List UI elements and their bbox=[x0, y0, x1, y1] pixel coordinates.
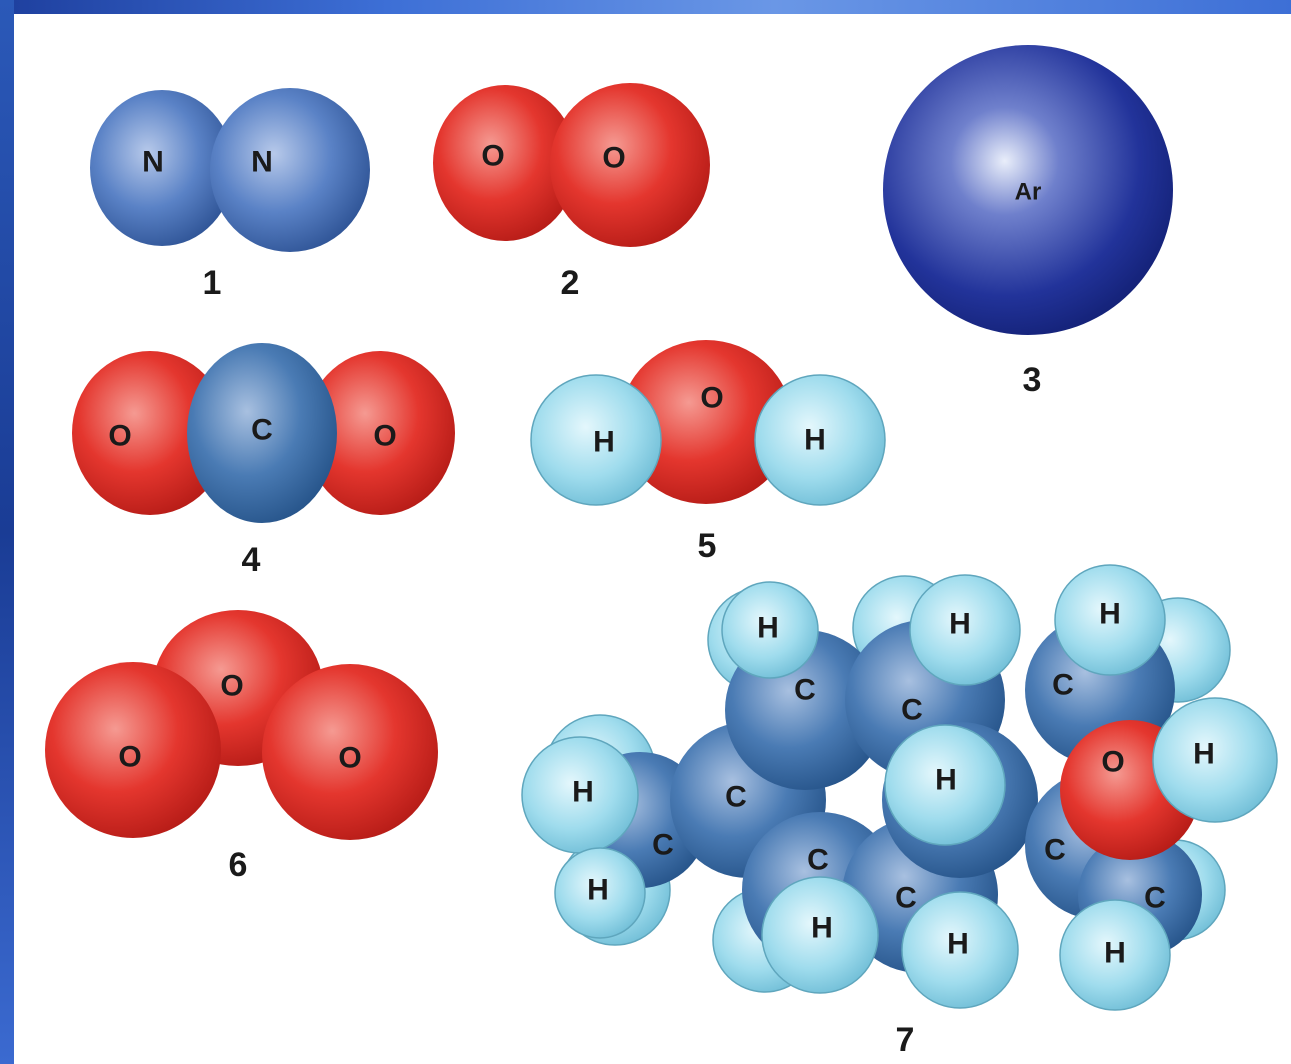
atom-oxygen bbox=[305, 351, 455, 515]
molecule-1-n2: N N 1 bbox=[90, 88, 370, 302]
atom-label: O bbox=[338, 742, 361, 775]
atom-label: C bbox=[251, 414, 273, 447]
atom-nitrogen bbox=[90, 90, 234, 246]
atom-oxygen bbox=[550, 83, 710, 247]
atom-label: Ar bbox=[1015, 179, 1042, 206]
atom-hydrogen bbox=[1059, 899, 1171, 1011]
atom-hydrogen bbox=[884, 724, 1006, 846]
molecule-number: 6 bbox=[229, 846, 248, 884]
molecule-7-organic: H H H C C C H H O H C C H C C C C H H H … bbox=[521, 564, 1278, 1059]
atom-label: H bbox=[804, 424, 826, 457]
atom-argon bbox=[883, 45, 1173, 335]
atom-label: H bbox=[947, 928, 969, 961]
atom-label: N bbox=[142, 146, 164, 179]
atom-label: H bbox=[1193, 738, 1215, 771]
atom-label: H bbox=[949, 608, 971, 641]
atom-label: C bbox=[807, 844, 829, 877]
atom-nitrogen bbox=[210, 88, 370, 252]
atom-label: C bbox=[1144, 882, 1166, 915]
atom-label: H bbox=[757, 612, 779, 645]
molecule-4-co2: O C O 4 bbox=[72, 343, 455, 579]
atom-oxygen bbox=[433, 85, 577, 241]
atom-hydrogen bbox=[901, 891, 1019, 1009]
atom-label: O bbox=[118, 741, 141, 774]
atom-label: C bbox=[895, 882, 917, 915]
molecule-5-h2o: H O H 5 bbox=[530, 340, 886, 565]
molecule-number: 7 bbox=[896, 1021, 915, 1059]
atom-carbon bbox=[187, 343, 337, 523]
molecule-number: 2 bbox=[561, 264, 580, 302]
atom-hydrogen bbox=[530, 374, 662, 506]
atom-oxygen bbox=[262, 664, 438, 840]
molecule-number: 4 bbox=[242, 541, 261, 579]
atom-hydrogen bbox=[761, 876, 879, 994]
molecule-6-o3: O O O 6 bbox=[45, 610, 438, 884]
atom-label: H bbox=[935, 764, 957, 797]
atom-label: H bbox=[587, 874, 609, 907]
top-border bbox=[0, 0, 1291, 14]
molecule-2-o2: O O 2 bbox=[433, 83, 710, 302]
atom-label: O bbox=[481, 140, 504, 173]
molecule-number: 3 bbox=[1023, 361, 1042, 399]
atom-hydrogen bbox=[721, 581, 819, 679]
molecule-number: 5 bbox=[698, 527, 717, 565]
atom-label: H bbox=[1104, 937, 1126, 970]
atom-label: H bbox=[593, 426, 615, 459]
atom-label: C bbox=[901, 694, 923, 727]
atom-oxygen bbox=[72, 351, 228, 515]
atom-label: H bbox=[811, 912, 833, 945]
atom-label: O bbox=[373, 420, 396, 453]
atom-label: H bbox=[572, 776, 594, 809]
atom-label: C bbox=[652, 829, 674, 862]
atom-label: O bbox=[700, 382, 723, 415]
molecule-number: 1 bbox=[203, 264, 222, 302]
atom-hydrogen bbox=[554, 847, 646, 939]
atom-hydrogen bbox=[754, 374, 886, 506]
molecule-3-ar: Ar 3 bbox=[883, 45, 1173, 399]
atom-label: O bbox=[1101, 746, 1124, 779]
atom-label: C bbox=[1044, 834, 1066, 867]
atom-hydrogen bbox=[1152, 697, 1278, 823]
atom-hydrogen bbox=[909, 574, 1021, 686]
atom-oxygen bbox=[620, 340, 792, 504]
atom-label: O bbox=[220, 670, 243, 703]
atom-label: O bbox=[108, 420, 131, 453]
atom-label: C bbox=[1052, 669, 1074, 702]
atom-oxygen bbox=[45, 662, 221, 838]
atom-label: C bbox=[794, 674, 816, 707]
atom-label: N bbox=[251, 146, 273, 179]
atom-hydrogen bbox=[1054, 564, 1166, 676]
left-border bbox=[0, 0, 14, 1064]
atom-label: C bbox=[725, 781, 747, 814]
atom-label: O bbox=[602, 142, 625, 175]
atom-label: H bbox=[1099, 598, 1121, 631]
